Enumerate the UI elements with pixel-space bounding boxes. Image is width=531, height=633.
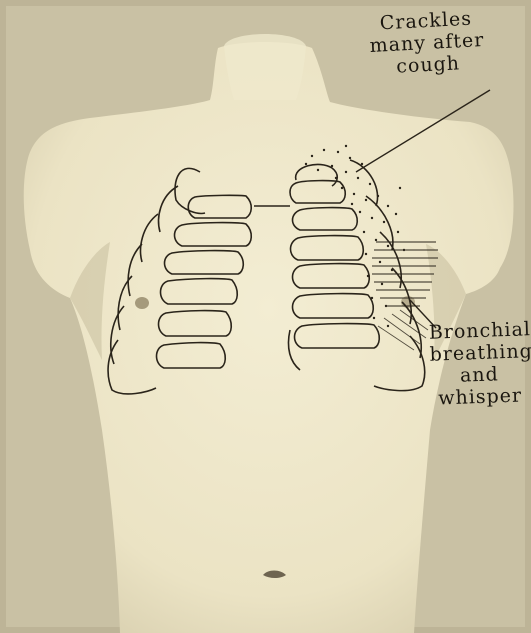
crackles-label: Crackles many after cough xyxy=(350,6,503,80)
left-nipple xyxy=(135,297,149,309)
bronchial-label: Bronchial breathing and whisper xyxy=(428,318,529,409)
neck xyxy=(224,34,306,100)
bronchial-label-line-4: whisper xyxy=(431,384,530,409)
bronchial-label-line-2: breathing xyxy=(429,340,528,365)
